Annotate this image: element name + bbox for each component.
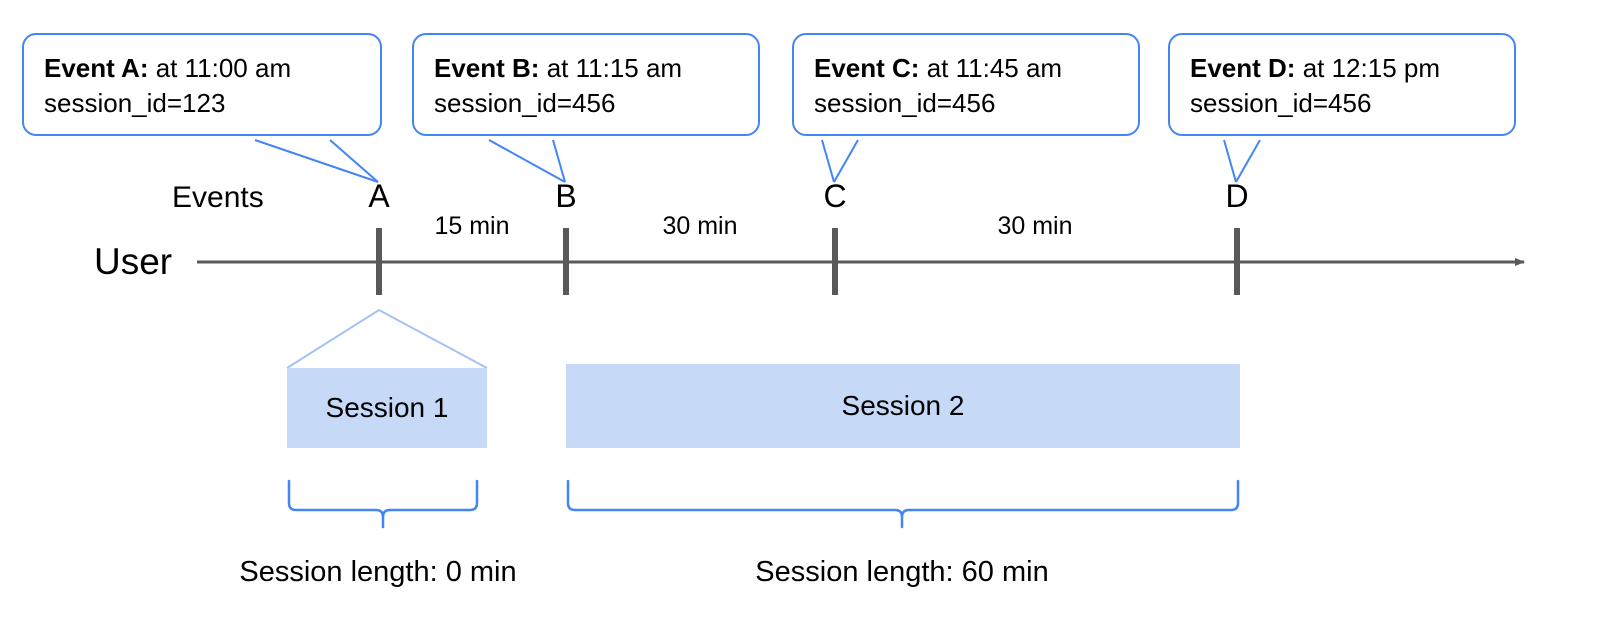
callout-leader-b <box>488 139 566 183</box>
callout-event-a-session: session_id=123 <box>44 87 226 118</box>
callout-leader-a <box>254 139 379 183</box>
callout-event-b-time: at 11:15 am <box>539 53 683 83</box>
marker-letter-b: B <box>555 178 577 214</box>
callout-event-d-name: Event D: <box>1190 53 1296 83</box>
callout-leader-c <box>833 139 859 183</box>
session-1-funnel <box>286 308 488 369</box>
callout-event-a[interactable]: Event A: at 11:00 am session_id=123 <box>22 33 382 137</box>
callout-event-a-name: Event A: <box>44 53 149 83</box>
callout-event-b-session: session_id=456 <box>434 87 616 118</box>
session-1-length-label: Session length: 0 min <box>239 556 517 588</box>
callout-event-c-name: Event C: <box>814 53 920 83</box>
session-2-length-label: Session length: 60 min <box>755 556 1049 588</box>
session-2-bar[interactable]: Session 2 <box>566 364 1240 448</box>
callout-event-d[interactable]: Event D: at 12:15 pm session_id=456 <box>1168 33 1516 137</box>
session-2-bar-label: Session 2 <box>841 390 965 421</box>
callout-leader-b-edge <box>552 139 566 183</box>
events-row-label: Events <box>172 181 264 214</box>
session-1-bar-label: Session 1 <box>325 392 449 423</box>
session-2-brace <box>566 479 1240 529</box>
callout-leader-d <box>1235 139 1261 183</box>
callout-leader-d-edge <box>1223 139 1237 183</box>
callout-event-d-time: at 12:15 pm <box>1295 53 1441 83</box>
callout-event-b-name: Event B: <box>434 53 540 83</box>
callout-leader-c-edge <box>821 139 835 183</box>
callout-event-c-session: session_id=456 <box>814 87 996 118</box>
callout-event-c[interactable]: Event C: at 11:45 am session_id=456 <box>792 33 1140 137</box>
session-1-bar[interactable]: Session 1 <box>287 368 487 448</box>
callout-event-a-time: at 11:00 am <box>148 53 292 83</box>
gap-label-a-b: 15 min <box>434 212 510 240</box>
callout-event-b[interactable]: Event B: at 11:15 am session_id=456 <box>412 33 760 137</box>
user-row-label: User <box>94 241 173 282</box>
marker-letter-d: D <box>1225 178 1249 214</box>
callout-event-c-time: at 11:45 am <box>919 53 1063 83</box>
session-1-brace <box>287 479 479 529</box>
gap-label-b-c: 30 min <box>662 212 738 240</box>
callout-leader-a-edge <box>329 139 379 183</box>
gap-label-c-d: 30 min <box>997 212 1073 240</box>
marker-letter-a: A <box>368 178 390 214</box>
marker-letter-c: C <box>823 178 847 214</box>
callout-event-d-session: session_id=456 <box>1190 87 1372 118</box>
